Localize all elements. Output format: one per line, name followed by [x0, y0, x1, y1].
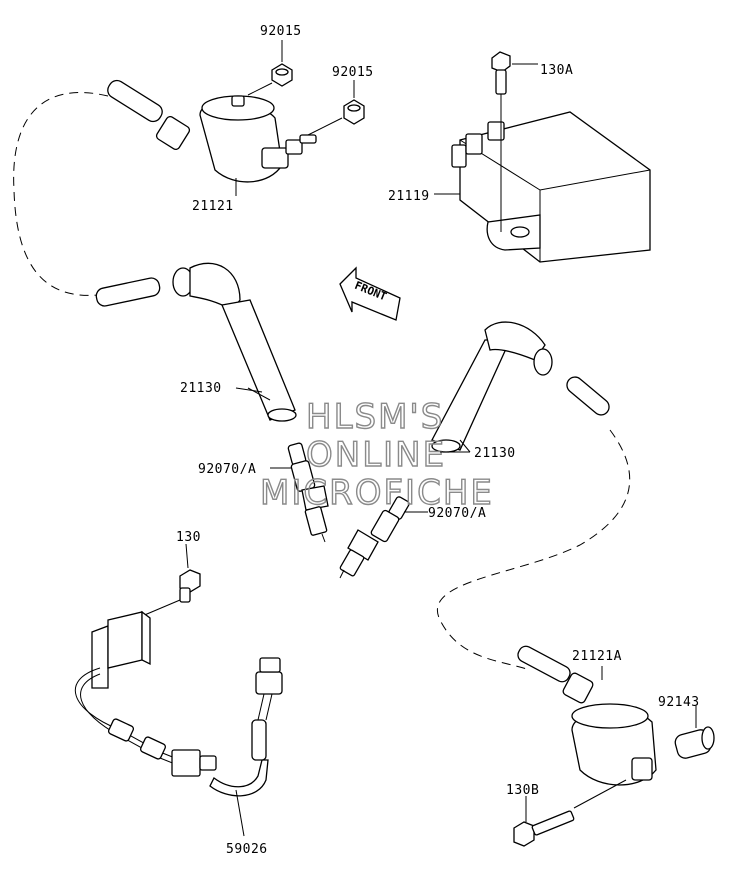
- part-label-92070a-right: 92070/A: [428, 506, 486, 521]
- front-arrow-icon: FRONT: [339, 266, 401, 321]
- bolt-130a: [491, 51, 538, 232]
- spark-plug-92070a-right: [339, 496, 410, 579]
- part-label-92015-b: 92015: [332, 65, 374, 80]
- leader-lines: [185, 40, 470, 569]
- watermark-line-2: ONLINE: [306, 435, 446, 475]
- part-label-92070a-left: 92070/A: [198, 462, 256, 477]
- high-tension-lead: [437, 429, 631, 671]
- ignition-coil-21121a: [517, 645, 657, 809]
- part-label-21121: 21121: [192, 199, 234, 214]
- part-label-21121a: 21121A: [572, 649, 622, 664]
- watermark-line-1: HLSM'S: [306, 397, 444, 437]
- plug-cap-21130-right: [431, 321, 610, 453]
- nut-92015-b: [343, 99, 365, 125]
- ignition-coil-21121: [13, 79, 343, 296]
- spark-plug-92070a-left: [287, 442, 329, 543]
- part-label-130: 130: [176, 530, 201, 545]
- bolt-130b: [513, 796, 575, 847]
- part-label-59026: 59026: [226, 842, 268, 857]
- watermark-line-3: MICROFICHE: [260, 473, 494, 513]
- part-label-92143: 92143: [658, 695, 700, 710]
- part-label-130a: 130A: [540, 63, 573, 78]
- part-label-21130-left: 21130: [180, 381, 222, 396]
- part-label-130b: 130B: [506, 783, 539, 798]
- part-label-21130-right: 21130: [474, 446, 516, 461]
- collar-92143: [674, 706, 715, 759]
- part-label-21119: 21119: [388, 189, 430, 204]
- watermark: HLSM'S ONLINE MICROFICHE: [259, 396, 494, 513]
- pickup-coil-59026: [74, 569, 283, 837]
- cdi-unit-21119: [451, 111, 651, 263]
- nut-92015-a: [271, 63, 293, 87]
- plug-cap-21130-left: [95, 262, 297, 422]
- part-label-92015-a: 92015: [260, 24, 302, 39]
